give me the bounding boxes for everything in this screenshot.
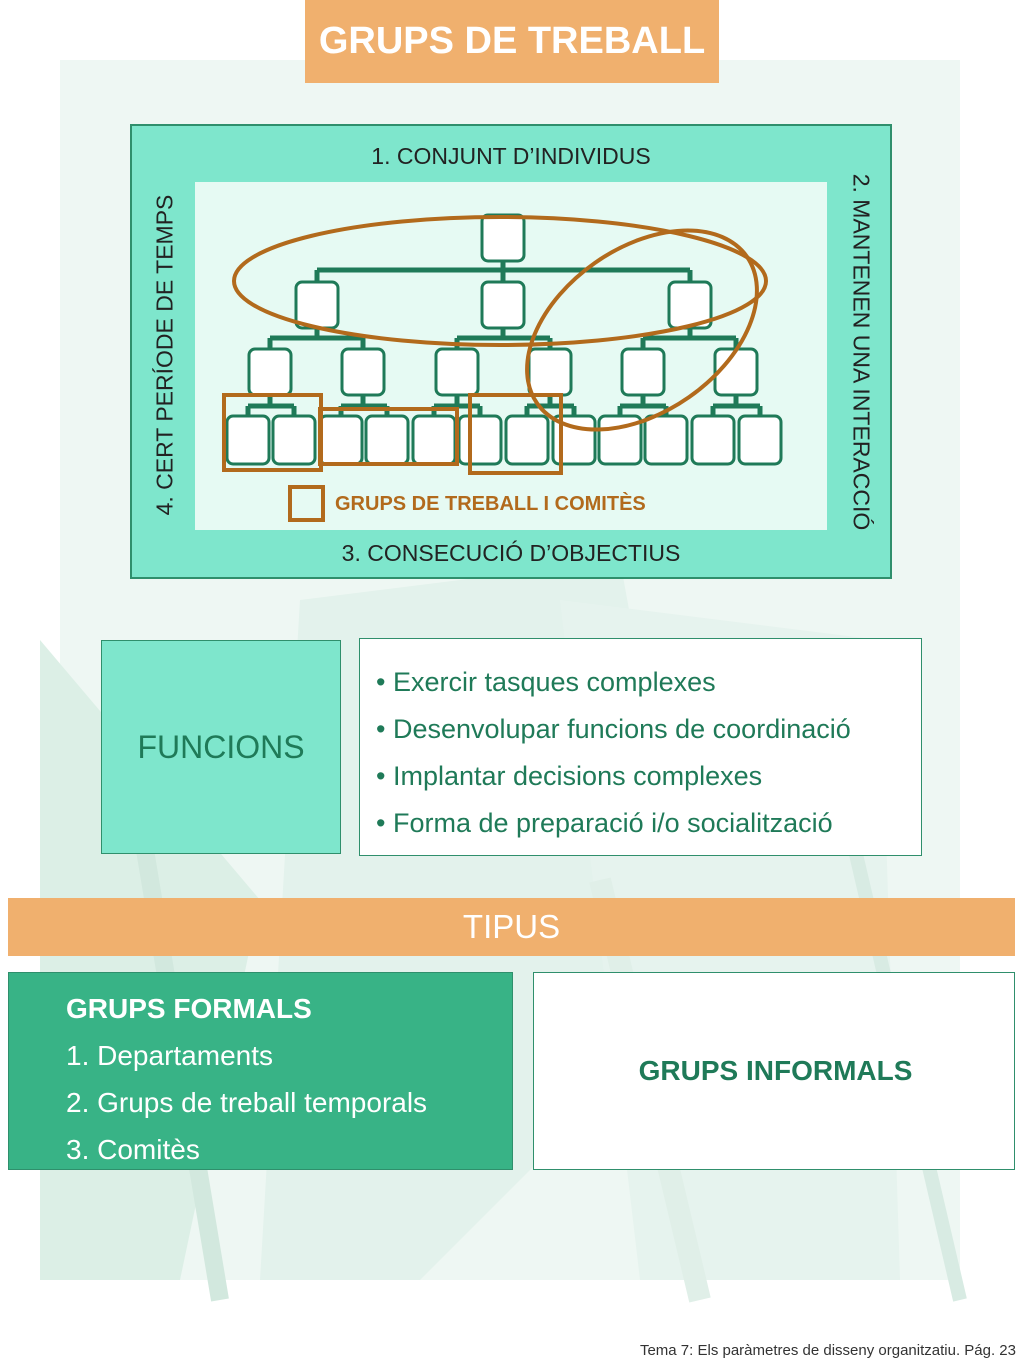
org-node bbox=[690, 414, 736, 466]
page-footer: Tema 7: Els paràmetres de disseny organi… bbox=[639, 1342, 1016, 1359]
org-node bbox=[225, 414, 271, 466]
formal-group-item: 1. Departaments bbox=[66, 1040, 273, 1071]
org-node bbox=[318, 414, 364, 466]
org-node bbox=[527, 347, 573, 397]
group-box bbox=[318, 407, 459, 466]
group-ellipse bbox=[525, 228, 759, 432]
group-ellipse bbox=[232, 215, 768, 347]
formal-groups-title: GRUPS FORMALS bbox=[66, 993, 312, 1024]
tipus-heading: TIPUS bbox=[8, 898, 1015, 956]
funcions-item: Desenvolupar funcions de coordinació bbox=[376, 706, 921, 753]
funcions-item: Forma de preparació i/o socialització bbox=[376, 800, 921, 847]
org-node bbox=[457, 414, 503, 466]
org-node bbox=[411, 414, 457, 466]
legend-square bbox=[288, 485, 325, 522]
org-node bbox=[340, 347, 386, 397]
org-node bbox=[271, 414, 317, 466]
funcions-heading: FUNCIONS bbox=[101, 640, 341, 854]
funcions-item: Exercir tasques complexes bbox=[376, 659, 921, 706]
org-node bbox=[480, 213, 526, 263]
org-node bbox=[480, 280, 526, 330]
funcions-list: Exercir tasques complexes Desenvolupar f… bbox=[359, 638, 922, 856]
org-node bbox=[713, 347, 759, 397]
org-node bbox=[643, 414, 689, 466]
criterion-objectives: 3. CONSECUCIÓ D’OBJECTIUS bbox=[341, 540, 681, 566]
org-chart bbox=[222, 213, 783, 522]
page-title: GRUPS DE TREBALL bbox=[305, 0, 719, 83]
formal-groups-panel: GRUPS FORMALS 1. Departaments 2. Grups d… bbox=[8, 972, 513, 1170]
informal-groups-panel: GRUPS INFORMALS bbox=[533, 972, 1015, 1170]
org-node bbox=[667, 280, 713, 330]
formal-group-item: 3. Comitès bbox=[66, 1134, 200, 1165]
org-node bbox=[247, 347, 293, 397]
org-node bbox=[434, 347, 480, 397]
org-node bbox=[737, 414, 783, 466]
group-box bbox=[468, 393, 563, 475]
org-node bbox=[364, 414, 410, 466]
legend-label: GRUPS DE TREBALL I COMITÈS bbox=[335, 493, 646, 515]
org-node bbox=[504, 414, 550, 466]
criterion-individuals: 1. CONJUNT D’INDIVIDUS bbox=[371, 143, 651, 169]
org-node bbox=[620, 347, 666, 397]
org-node bbox=[294, 280, 340, 330]
formal-group-item: 2. Grups de treball temporals bbox=[66, 1087, 428, 1118]
funcions-item: Implantar decisions complexes bbox=[376, 753, 921, 800]
